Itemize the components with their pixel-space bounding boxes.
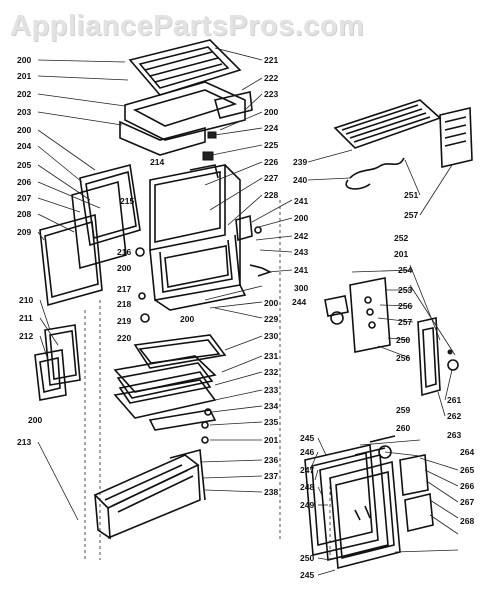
callout-265: 265 [460, 465, 475, 475]
callout-200: 200 [117, 263, 132, 273]
callout-261: 261 [447, 395, 462, 405]
callout-260: 260 [396, 423, 411, 433]
callout-200: 200 [294, 213, 309, 223]
callout-244: 244 [292, 297, 307, 307]
oven-body [149, 164, 247, 311]
alignment-lines [84, 200, 331, 560]
callout-268: 268 [460, 516, 475, 526]
callout-256: 256 [398, 301, 413, 311]
callout-220: 220 [117, 333, 132, 343]
callout-251: 251 [404, 190, 419, 200]
callout-234: 234 [264, 401, 279, 411]
callout-259: 259 [396, 405, 411, 415]
bottom-drawer [93, 448, 206, 540]
callout-200: 200 [28, 415, 43, 425]
callout-214: 214 [150, 157, 165, 167]
callout-217: 217 [117, 284, 132, 294]
callout-222: 222 [264, 73, 279, 83]
callout-245: 245 [300, 433, 315, 443]
upright-panel [417, 317, 459, 397]
callout-207: 207 [17, 193, 32, 203]
callout-225: 225 [264, 140, 279, 150]
callout-245: 245 [300, 570, 315, 580]
callout-236: 236 [264, 455, 279, 465]
callout-233: 233 [264, 385, 279, 395]
callout-209: 209 [17, 227, 32, 237]
callout-200: 200 [264, 107, 279, 117]
callout-267: 267 [460, 497, 475, 507]
callout-238: 238 [264, 487, 279, 497]
callout-237: 237 [264, 471, 279, 481]
callout-226: 226 [264, 157, 279, 167]
callout-264: 264 [460, 447, 475, 457]
callout-250: 250 [300, 553, 315, 563]
callout-263: 263 [447, 430, 462, 440]
callout-201: 201 [394, 249, 409, 259]
callout-241: 241 [294, 196, 309, 206]
callout-230: 230 [264, 331, 279, 341]
oven-door-assembly [304, 435, 434, 570]
callout-202: 202 [17, 89, 32, 99]
callout-229: 229 [264, 314, 279, 324]
callout-201: 201 [264, 435, 279, 445]
leader-lines [37, 47, 459, 576]
callout-254: 254 [398, 265, 413, 275]
callout-240: 240 [293, 175, 308, 185]
callout-232: 232 [264, 367, 279, 377]
control-bracket [324, 277, 391, 353]
callout-266: 266 [460, 481, 475, 491]
callout-250: 250 [396, 335, 411, 345]
callout-242: 242 [294, 231, 309, 241]
callout-241: 241 [294, 265, 309, 275]
callout-210: 210 [19, 295, 34, 305]
callout-257: 257 [404, 210, 419, 220]
callout-212: 212 [19, 331, 34, 341]
callout-205: 205 [17, 160, 32, 170]
callout-235: 235 [264, 417, 279, 427]
callout-200: 200 [17, 55, 32, 65]
callout-200: 200 [180, 314, 195, 324]
callout-203: 203 [17, 107, 32, 117]
callout-221: 221 [264, 55, 279, 65]
callout-231: 231 [264, 351, 279, 361]
callout-248: 248 [300, 482, 315, 492]
callout-204: 204 [17, 141, 32, 151]
callout-213: 213 [17, 437, 32, 447]
cooktop-assembly [119, 39, 253, 156]
callout-223: 223 [264, 89, 279, 99]
callout-257: 257 [398, 317, 413, 327]
callout-201: 201 [17, 71, 32, 81]
callout-216: 216 [117, 247, 132, 257]
callout-252: 252 [394, 233, 409, 243]
lower-left-panel [34, 324, 81, 401]
callout-224: 224 [264, 123, 279, 133]
callout-228: 228 [264, 190, 279, 200]
callout-253: 253 [398, 285, 413, 295]
callout-300: 300 [294, 283, 309, 293]
fastener-parts [135, 247, 150, 323]
callout-243: 243 [294, 247, 309, 257]
callout-247: 247 [300, 465, 315, 475]
callout-239: 239 [293, 157, 308, 167]
callout-246: 246 [300, 447, 315, 457]
callout-262: 262 [447, 411, 462, 421]
callout-249: 249 [300, 500, 315, 510]
callout-211: 211 [19, 313, 33, 323]
callout-219: 219 [117, 316, 132, 326]
callout-200: 200 [264, 298, 279, 308]
callout-256: 256 [396, 353, 411, 363]
callout-208: 208 [17, 209, 32, 219]
callout-227: 227 [264, 173, 279, 183]
callout-200: 200 [17, 125, 32, 135]
side-panel-assembly [39, 164, 141, 307]
callout-218: 218 [117, 299, 132, 309]
vent-panel [439, 107, 473, 168]
callout-206: 206 [17, 177, 32, 187]
callout-215: 215 [120, 196, 135, 206]
